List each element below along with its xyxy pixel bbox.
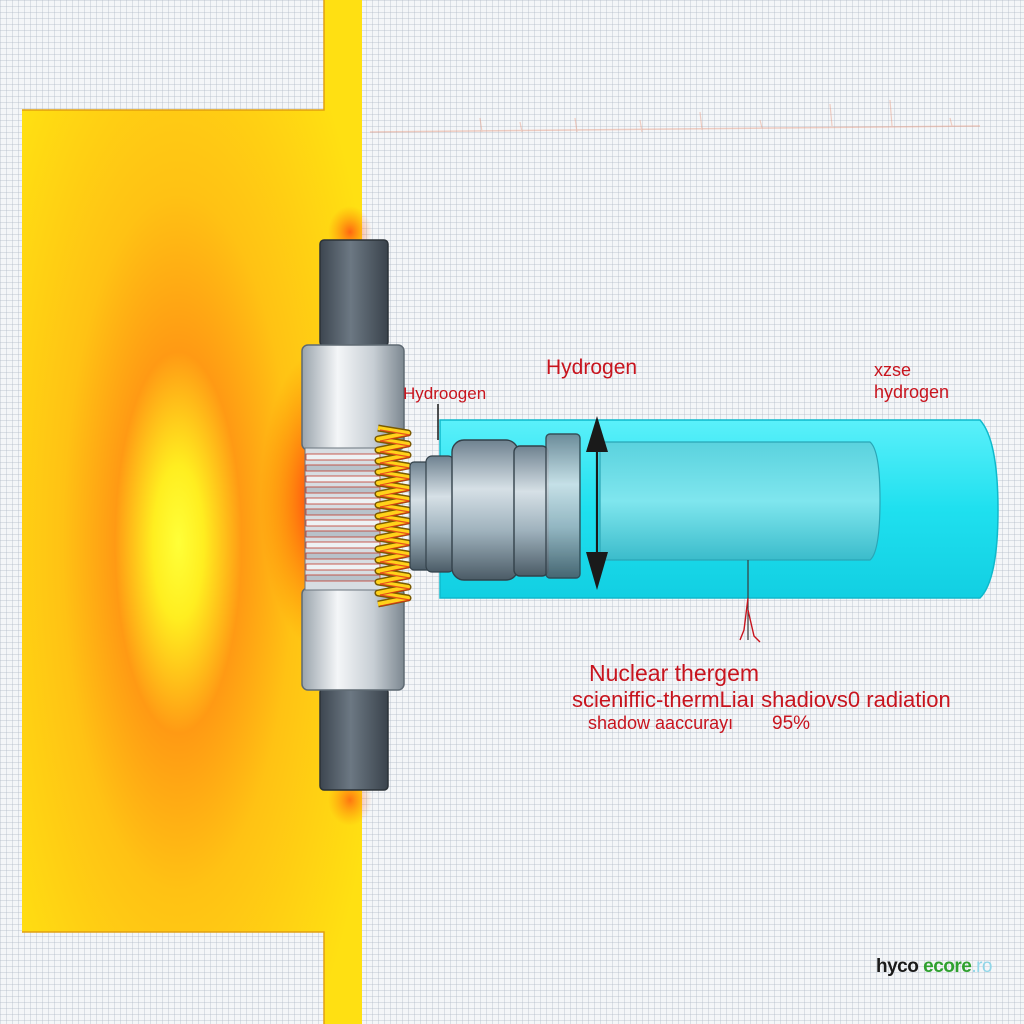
watermark-part-3: .ro — [971, 956, 992, 977]
cooling-fin — [306, 531, 380, 537]
hydrogen-label-left: Hydroogen — [403, 384, 486, 404]
upper-post — [320, 240, 388, 346]
cooling-fin — [306, 498, 380, 504]
nuclear-title-label: Nuclear thergem — [589, 660, 759, 687]
cooling-fin — [306, 476, 380, 482]
hydrogen-label-right: hydrogen — [874, 382, 949, 403]
faint-scribble — [370, 100, 980, 132]
cooling-fin — [306, 542, 380, 548]
watermark-part-2: ecore — [923, 956, 971, 977]
cooling-fin — [306, 509, 380, 515]
xzse-label: xzse — [874, 360, 911, 381]
shaft-disc — [546, 434, 580, 578]
shaft-ring — [514, 446, 548, 576]
watermark-logo: hyco ecore.ro — [876, 956, 992, 978]
percent-value-label: 95% — [772, 713, 810, 735]
cooling-fin — [306, 487, 380, 493]
coolant-inner-tube — [600, 442, 880, 560]
cooling-fin — [306, 454, 380, 460]
hydrogen-label-center: Hydrogen — [546, 356, 637, 380]
turbine-shaft — [410, 434, 580, 580]
heat-field-outline — [22, 0, 324, 110]
watermark-part-1: hyco — [876, 956, 923, 977]
cooling-fin — [306, 575, 380, 581]
cooling-fin — [306, 465, 380, 471]
cooling-fin — [306, 520, 380, 526]
shaft-drum — [452, 440, 518, 580]
shadow-line-label: shadow aaccurayı — [588, 713, 733, 734]
cooling-fin — [306, 564, 380, 570]
heat-field-outline-bottom — [22, 932, 324, 1024]
scientific-line-label: scieniffic-thermLiaı shadiovs0 radiation — [572, 687, 951, 713]
cooling-fin — [306, 553, 380, 559]
shaft-coupling — [426, 456, 454, 572]
lower-post — [320, 688, 388, 790]
